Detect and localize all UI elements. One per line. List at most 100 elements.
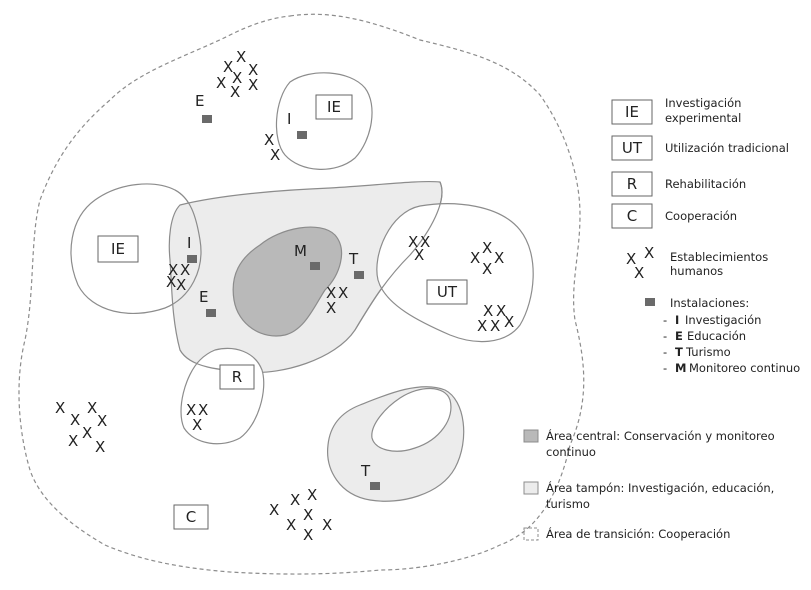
settlement-cluster-r: X X X <box>186 401 208 434</box>
facility-t-center-letter: T <box>348 250 359 268</box>
svg-text:X: X <box>70 411 80 429</box>
legend-settlements: X X X Establecimientos humanos <box>626 244 768 282</box>
svg-text:X: X <box>198 401 208 419</box>
svg-text:X: X <box>286 516 296 534</box>
facility-t-bottom-letter: T <box>360 462 371 480</box>
svg-text:X: X <box>634 264 644 282</box>
svg-text:I: I <box>675 313 679 327</box>
svg-text:C: C <box>627 207 637 225</box>
svg-text:X: X <box>264 131 274 149</box>
ie-label-top: IE <box>315 94 353 120</box>
svg-text:continuo: continuo <box>546 445 596 459</box>
buffer-edge-ut <box>354 181 443 331</box>
facility-t-bottom <box>370 482 380 490</box>
svg-text:X: X <box>95 438 105 456</box>
svg-text:Turismo: Turismo <box>685 345 731 359</box>
svg-text:Instalaciones:: Instalaciones: <box>670 296 749 310</box>
svg-text:X: X <box>230 83 240 101</box>
svg-text:X: X <box>223 58 233 76</box>
svg-text:X: X <box>338 284 348 302</box>
ie-zone-left-overlap <box>164 189 202 309</box>
facility-e-top <box>202 115 212 123</box>
svg-text:-: - <box>663 345 667 359</box>
legend-buffer-area: Área tampón: Investigación, educación, t… <box>523 480 774 511</box>
svg-text:X: X <box>504 313 514 331</box>
facility-e-center <box>206 309 216 317</box>
svg-text:X: X <box>290 491 300 509</box>
svg-text:X: X <box>82 424 92 442</box>
facility-t-center <box>354 271 364 279</box>
svg-text:X: X <box>186 401 196 419</box>
svg-text:Establecimientos: Establecimientos <box>670 250 768 264</box>
svg-text:X: X <box>192 416 202 434</box>
facility-e-center-letter: E <box>199 288 208 306</box>
legend-transition-area: Área de transición: Cooperación <box>523 526 730 541</box>
svg-text:C: C <box>186 508 196 526</box>
ut-label: UT <box>426 279 468 305</box>
ie-label-left: IE <box>97 235 139 263</box>
svg-text:X: X <box>248 61 258 79</box>
svg-text:R: R <box>627 175 637 193</box>
svg-text:X: X <box>180 261 190 279</box>
facility-m-letter: M <box>294 242 307 260</box>
facility-m <box>310 262 320 270</box>
svg-text:X: X <box>307 486 317 504</box>
svg-text:Monitoreo continuo: Monitoreo continuo <box>689 361 800 375</box>
legend-installations: Instalaciones: - I Investigación - E Edu… <box>645 296 800 375</box>
settlement-cluster-ut-bottom: X X X X X <box>477 302 514 335</box>
svg-text:humanos: humanos <box>670 264 723 278</box>
settlement-cluster-bottom-left: X X X X X X X <box>55 399 107 456</box>
svg-text:Área de transición: Cooperació: Área de transición: Cooperación <box>546 526 730 541</box>
settlement-cluster-center: X X X <box>326 284 348 317</box>
svg-text:M: M <box>675 361 686 375</box>
svg-text:X: X <box>470 249 480 267</box>
facility-i-left <box>187 255 197 263</box>
svg-text:UT: UT <box>622 139 643 157</box>
svg-text:X: X <box>496 302 506 320</box>
svg-text:IE: IE <box>625 103 639 121</box>
transition-area-boundary <box>18 13 585 575</box>
legend-core-area: Área central: Conservación y monitoreo c… <box>523 428 775 459</box>
settlement-cluster-top: X X X X X X X <box>216 48 258 101</box>
svg-text:X: X <box>216 74 226 92</box>
c-label: C <box>173 504 209 530</box>
svg-text:X: X <box>166 273 176 291</box>
svg-text:X: X <box>326 284 336 302</box>
svg-text:X: X <box>269 501 279 519</box>
svg-text:X: X <box>236 48 246 66</box>
svg-text:X: X <box>626 250 636 268</box>
svg-text:X: X <box>68 432 78 450</box>
svg-text:Área central: Conservación y m: Área central: Conservación y monitoreo <box>546 428 775 443</box>
svg-text:X: X <box>494 249 504 267</box>
settlement-cluster-ie-top: X X <box>264 131 280 164</box>
legend: IE Investigación experimental UT Utiliza… <box>523 96 800 541</box>
ut-zone <box>376 203 534 343</box>
svg-text:X: X <box>303 506 313 524</box>
svg-text:X: X <box>176 276 186 294</box>
svg-text:X: X <box>482 239 492 257</box>
svg-text:X: X <box>97 412 107 430</box>
svg-text:-: - <box>663 313 667 327</box>
svg-text:R: R <box>232 368 242 386</box>
facility-i-left-letter: I <box>187 234 191 252</box>
svg-text:X: X <box>55 399 65 417</box>
svg-text:X: X <box>483 302 493 320</box>
settlement-cluster-ut-top: X X X <box>408 233 430 264</box>
settlement-cluster-left: X X X X <box>166 261 190 294</box>
svg-text:turismo: turismo <box>546 497 590 511</box>
settlement-cluster-ut-mid: X X X X <box>470 239 504 278</box>
svg-text:X: X <box>477 317 487 335</box>
svg-text:UT: UT <box>437 283 458 301</box>
svg-text:X: X <box>87 399 97 417</box>
svg-text:X: X <box>482 260 492 278</box>
svg-text:-: - <box>663 329 667 343</box>
svg-text:Investigación: Investigación <box>665 96 741 110</box>
facility-e-top-letter: E <box>195 92 204 110</box>
svg-text:X: X <box>248 76 258 94</box>
svg-text:Utilización tradicional: Utilización tradicional <box>665 141 789 155</box>
settlement-cluster-bottom: X X X X X X X <box>269 486 332 544</box>
legend-r: R Rehabilitación <box>611 171 746 197</box>
svg-text:IE: IE <box>327 98 341 116</box>
legend-ie: IE Investigación experimental <box>611 96 741 125</box>
